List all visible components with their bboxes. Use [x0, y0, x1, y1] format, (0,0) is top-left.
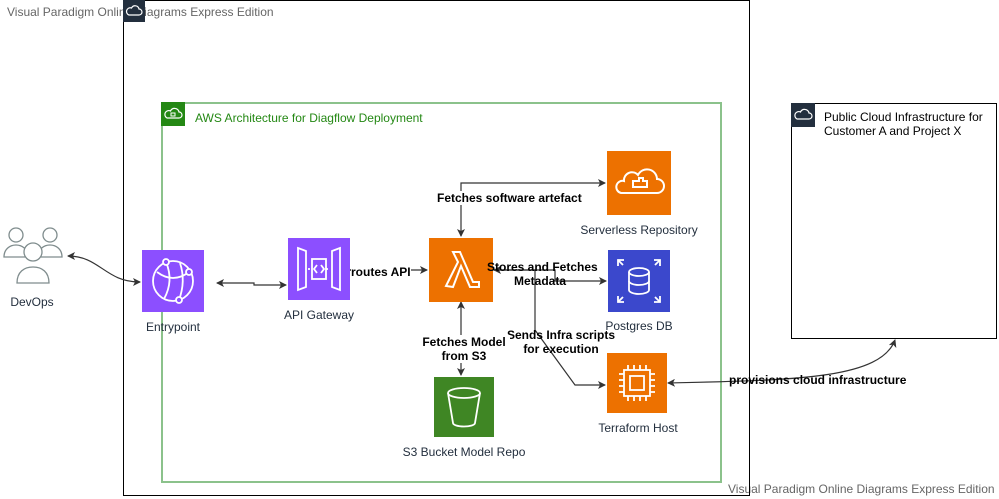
database-icon[interactable] — [608, 250, 670, 312]
api-gateway-icon[interactable] — [288, 238, 350, 300]
aws-cloud-lock-icon — [161, 102, 185, 126]
public-cloud-title: Public Cloud Infrastructure for Customer… — [824, 110, 983, 138]
cloud-icon — [791, 103, 815, 127]
serverless-repository-icon[interactable] — [607, 151, 671, 215]
lambda-icon[interactable] — [429, 238, 493, 302]
postgres-label: Postgres DB — [605, 319, 673, 333]
entrypoint-label: Entrypoint — [145, 320, 201, 334]
edge-label-sends-infra-line2: for execution — [523, 342, 599, 356]
public-cloud-title-line2: Customer A and Project X — [824, 124, 962, 138]
edge-label-provisions: provisions cloud infrastructure — [729, 373, 907, 387]
edge-lambda-serverless — [457, 179, 606, 237]
api-gateway-label: API Gateway — [283, 308, 355, 322]
edge-label-fetches-model-line1: Fetches Model — [422, 335, 506, 349]
cloud-tag-icon — [123, 0, 145, 22]
serverless-repository-label: Serverless Repository — [580, 223, 698, 237]
s3-bucket-icon[interactable] — [434, 377, 494, 437]
edge-label-sends-infra-line1: Sends Infra scripts — [506, 328, 616, 342]
aws-group-title: AWS Architecture for Diagflow Deployment — [195, 111, 423, 125]
edge-label-routes-api: routes API — [351, 265, 411, 279]
edge-label-sends-infra: Sends Infra scripts for execution — [505, 328, 617, 356]
edge-terraform-public — [667, 339, 897, 387]
edge-devops-entrypoint — [67, 252, 141, 286]
s3-label: S3 Bucket Model Repo — [402, 445, 526, 459]
cloudfront-icon[interactable] — [142, 250, 204, 312]
watermark-bottom: Visual Paradigm Online Diagrams Express … — [728, 482, 995, 496]
edge-label-stores-fetches-line2: Metadata — [513, 274, 566, 288]
users-icon[interactable] — [2, 223, 66, 287]
edge-label-stores-fetches-line1: Stores and Fetches — [487, 260, 598, 274]
edge-label-stores-fetches: Stores and Fetches Metadata — [487, 260, 598, 288]
public-cloud-group[interactable] — [791, 103, 997, 339]
public-cloud-title-line1: Public Cloud Infrastructure for — [824, 110, 983, 124]
edge-label-fetches-model-line2: from S3 — [441, 349, 487, 363]
ec2-chip-icon[interactable] — [607, 353, 667, 413]
edge-entrypoint-api — [216, 279, 287, 289]
edge-label-fetches-artefact: Fetches software artefact — [437, 191, 582, 205]
edge-label-fetches-model: Fetches Model from S3 — [418, 335, 510, 363]
edge-lambda-terraform — [494, 269, 606, 389]
devops-label: DevOps — [10, 295, 54, 309]
terraform-label: Terraform Host — [598, 421, 678, 435]
outer-frame[interactable] — [123, 0, 750, 496]
